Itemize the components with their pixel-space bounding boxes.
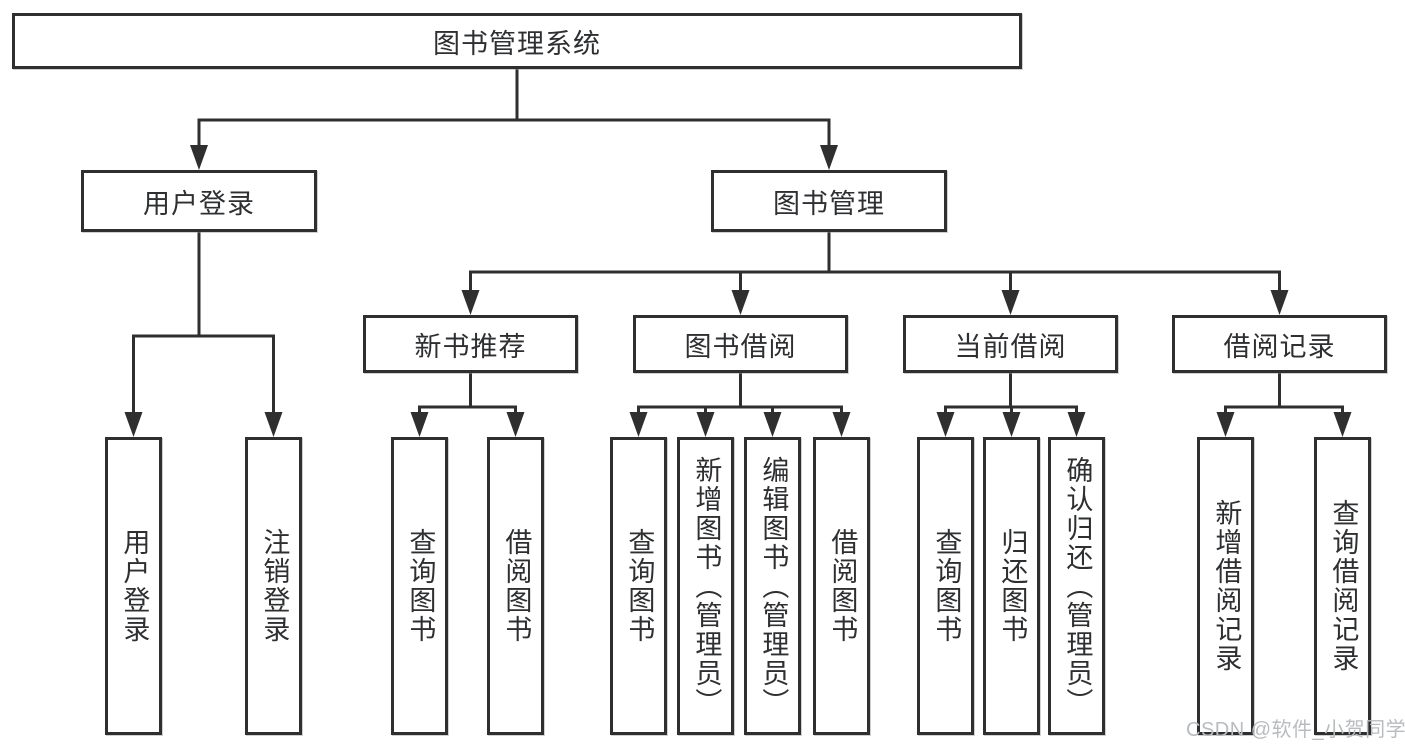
node-library-management-system: 图书管理系统: [12, 13, 1022, 69]
node-leaf-add-books-admin: 新增图书（管理员）: [677, 437, 734, 735]
node-leaf-add-borrow-record: 新增借阅记录: [1197, 437, 1254, 735]
node-label: 确认归还（管理员）: [1062, 455, 1093, 717]
node-label: 用户登录: [119, 528, 150, 644]
node-leaf-return-books: 归还图书: [983, 437, 1040, 735]
node-label: 新书推荐: [414, 331, 527, 362]
node-label: 归还图书: [997, 528, 1028, 644]
node-leaf-query-books-current: 查询图书: [917, 437, 974, 735]
node-label: 查询图书: [931, 528, 962, 644]
node-label: 图书借阅: [684, 331, 797, 362]
node-label: 编辑图书（管理员）: [758, 455, 789, 717]
edge-user-login-to-leaves: [124, 230, 283, 437]
edge-book-borrowing-to-leaves: [629, 371, 851, 437]
node-label: 查询图书: [624, 528, 655, 644]
edge-new-book-recommendation-to-leaves: [410, 371, 525, 437]
node-borrowing-records: 借阅记录: [1172, 315, 1387, 373]
node-leaf-borrow-books: 借阅图书: [813, 437, 870, 735]
node-label: 查询图书: [405, 528, 436, 644]
edge-current-borrowing-to-leaves: [936, 371, 1086, 437]
node-book-borrowing: 图书借阅: [633, 315, 848, 373]
node-label: 图书管理系统: [433, 28, 601, 59]
node-new-book-recommendation: 新书推荐: [363, 315, 578, 373]
node-user-login: 用户登录: [81, 170, 317, 232]
node-label: 查询借阅记录: [1328, 499, 1359, 673]
node-label: 新增图书（管理员）: [691, 455, 722, 717]
node-leaf-edit-books-admin: 编辑图书（管理员）: [744, 437, 801, 735]
edge-root-to-level2: [190, 67, 838, 170]
node-label: 注销登录: [259, 528, 290, 644]
node-leaf-user-login: 用户登录: [105, 437, 162, 735]
node-leaf-query-borrow-record: 查询借阅记录: [1314, 437, 1371, 735]
node-current-borrowing: 当前借阅: [903, 315, 1118, 373]
edge-borrowing-records-to-leaves: [1216, 371, 1352, 437]
node-label: 当前借阅: [954, 331, 1067, 362]
node-label: 新增借阅记录: [1211, 499, 1242, 673]
node-leaf-confirm-return-admin: 确认归还（管理员）: [1048, 437, 1105, 735]
node-label: 借阅图书: [501, 528, 532, 644]
node-label: 图书管理: [773, 188, 885, 219]
node-leaf-logout: 注销登录: [245, 437, 302, 735]
node-label: 借阅图书: [827, 528, 858, 644]
node-leaf-query-books-recommend: 查询图书: [391, 437, 448, 735]
node-leaf-query-books-borrow: 查询图书: [610, 437, 667, 735]
node-label: 借阅记录: [1223, 331, 1336, 362]
edge-book-management-to-level3: [461, 230, 1289, 315]
node-book-management: 图书管理: [711, 170, 947, 232]
csdn-watermark: CSDN @软件_小贺同学: [1186, 719, 1405, 741]
node-leaf-borrow-books-recommend: 借阅图书: [487, 437, 544, 735]
node-label: 用户登录: [143, 188, 255, 219]
